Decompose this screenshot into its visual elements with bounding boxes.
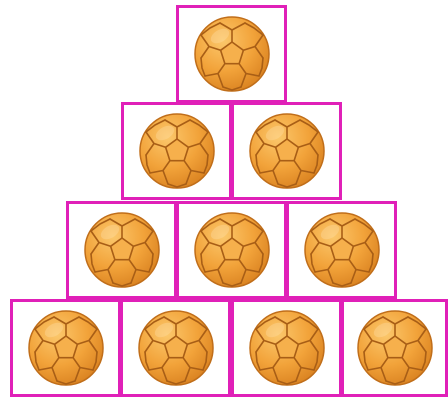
soccer-ball-icon bbox=[137, 111, 217, 191]
pyramid-box bbox=[121, 102, 232, 200]
soccer-ball-icon bbox=[82, 210, 162, 290]
pyramid-box bbox=[176, 201, 287, 299]
soccer-ball-icon bbox=[26, 308, 106, 388]
soccer-ball-icon bbox=[192, 210, 272, 290]
pyramid-box bbox=[176, 5, 287, 103]
soccer-ball-icon bbox=[247, 111, 327, 191]
soccer-ball-icon bbox=[355, 308, 435, 388]
soccer-ball-icon bbox=[192, 14, 272, 94]
soccer-ball-icon bbox=[136, 308, 216, 388]
soccer-ball-icon bbox=[247, 308, 327, 388]
pyramid-box bbox=[231, 299, 342, 397]
pyramid-box bbox=[120, 299, 231, 397]
pyramid-box bbox=[341, 299, 448, 397]
pyramid-box bbox=[10, 299, 121, 397]
soccer-ball-icon bbox=[302, 210, 382, 290]
pyramid-box bbox=[286, 201, 397, 299]
pyramid-box bbox=[231, 102, 342, 200]
pyramid-box bbox=[66, 201, 177, 299]
